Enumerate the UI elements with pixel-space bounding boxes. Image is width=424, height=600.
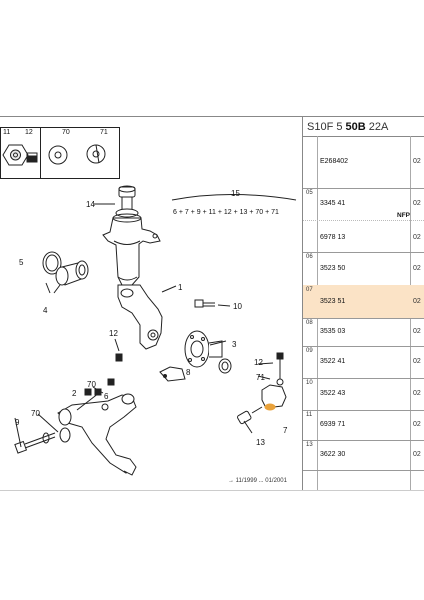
row-index: 06 — [306, 254, 313, 260]
part-quantity: 02 — [413, 265, 421, 272]
part-reference[interactable]: 3523 51 — [320, 298, 346, 305]
callout-70-upper: 70 — [87, 380, 96, 389]
legend-label-70: 70 — [62, 129, 70, 136]
nut-icon — [2, 144, 29, 166]
strut-body — [102, 194, 297, 286]
row-index: 13 — [306, 442, 313, 448]
model-code: S10F 5 50B 22A — [307, 121, 389, 133]
lower-control-arm — [57, 393, 137, 476]
callout-6: 6 — [104, 392, 109, 401]
washer-icon — [48, 145, 68, 165]
part-quantity: 02 — [413, 200, 421, 207]
table-row[interactable] — [303, 440, 424, 471]
callout-12-link: 12 — [254, 358, 263, 367]
sub-row-divider — [303, 220, 424, 221]
callout-9: 9 — [15, 418, 20, 427]
legend-label-11: 11 — [3, 129, 11, 136]
callout-7: 7 — [283, 426, 288, 435]
row-index: 08 — [306, 320, 313, 326]
part-reference[interactable]: 6939 71 — [320, 421, 346, 428]
part-quantity: 02 — [413, 328, 421, 335]
row-index: 07 — [306, 287, 313, 293]
part-reference[interactable]: E268402 — [320, 158, 349, 165]
panel-divider — [302, 116, 303, 490]
part-quantity: 02 — [413, 298, 421, 305]
pinch-bolt — [194, 299, 231, 308]
bottom-border — [0, 490, 424, 491]
table-row[interactable] — [303, 188, 424, 253]
part-quantity: 02 — [413, 421, 421, 428]
spring-washer-icon — [86, 144, 106, 164]
bush-washers — [59, 378, 115, 443]
legend-label-12: 12 — [25, 129, 33, 136]
part-reference[interactable]: 3522 41 — [320, 358, 346, 365]
callout-70-lower: 70 — [31, 409, 40, 418]
table-header — [303, 117, 424, 137]
hub-nut — [218, 358, 232, 374]
dust-shield — [159, 366, 186, 382]
callout-71-link: 71 — [256, 373, 265, 382]
callout-8: 8 — [186, 368, 191, 377]
row-index: 09 — [306, 348, 313, 354]
part-reference[interactable]: 3622 30 — [320, 451, 346, 458]
wheel-bearing — [42, 251, 89, 294]
suspension-exploded-view — [2, 144, 297, 476]
callout-10: 10 — [233, 302, 242, 311]
small-nut-icon — [26, 152, 38, 163]
validity-footnote: → 11/1999 ... 01/2001 — [228, 478, 287, 484]
part-reference[interactable]: 3522 43 — [320, 390, 346, 397]
table-row-selected[interactable] — [303, 285, 424, 319]
legend-label-71: 71 — [100, 129, 108, 136]
steering-knuckle — [117, 284, 177, 350]
row-index: 10 — [306, 380, 313, 386]
front-bush-bolt — [14, 432, 56, 454]
callout-15: 15 — [231, 189, 240, 198]
part-quantity: 02 — [413, 158, 421, 165]
part-reference[interactable]: 3345 41 — [320, 200, 346, 207]
table-row[interactable] — [303, 136, 424, 189]
callout-1: 1 — [178, 283, 183, 292]
part-quantity: 02 — [413, 234, 421, 241]
legend-separator — [40, 127, 41, 179]
callout-4: 4 — [43, 306, 48, 315]
callout-2: 2 — [72, 389, 77, 398]
table-row[interactable] — [303, 318, 424, 347]
part-quantity: 02 — [413, 451, 421, 458]
part-quantity: 02 — [413, 390, 421, 397]
row-index: 05 — [306, 190, 313, 196]
table-row[interactable] — [303, 346, 424, 379]
table-row[interactable] — [303, 378, 424, 411]
top-border — [0, 116, 424, 117]
part-reference[interactable]: 6978 13 — [320, 234, 346, 241]
part-reference[interactable]: 3523 50 — [320, 265, 346, 272]
row-index: 11 — [306, 412, 313, 418]
callout-15-kit-list: 6 + 7 + 9 + 11 + 12 + 13 + 70 + 71 — [173, 209, 279, 216]
table-row[interactable] — [303, 410, 424, 441]
part-quantity: 02 — [413, 358, 421, 365]
wheel-hub — [184, 330, 227, 368]
callout-14: 14 — [86, 200, 95, 209]
strut-top-mount — [94, 185, 139, 218]
part-reference[interactable]: 3535 03 — [320, 328, 346, 335]
callout-3: 3 — [232, 340, 237, 349]
anti-roll-link — [237, 352, 287, 434]
callout-12-knuckle: 12 — [109, 329, 118, 338]
callout-5: 5 — [19, 258, 24, 267]
knuckle-insert — [114, 338, 123, 362]
part-note: NFP — [397, 212, 410, 219]
callout-13: 13 — [256, 438, 265, 447]
